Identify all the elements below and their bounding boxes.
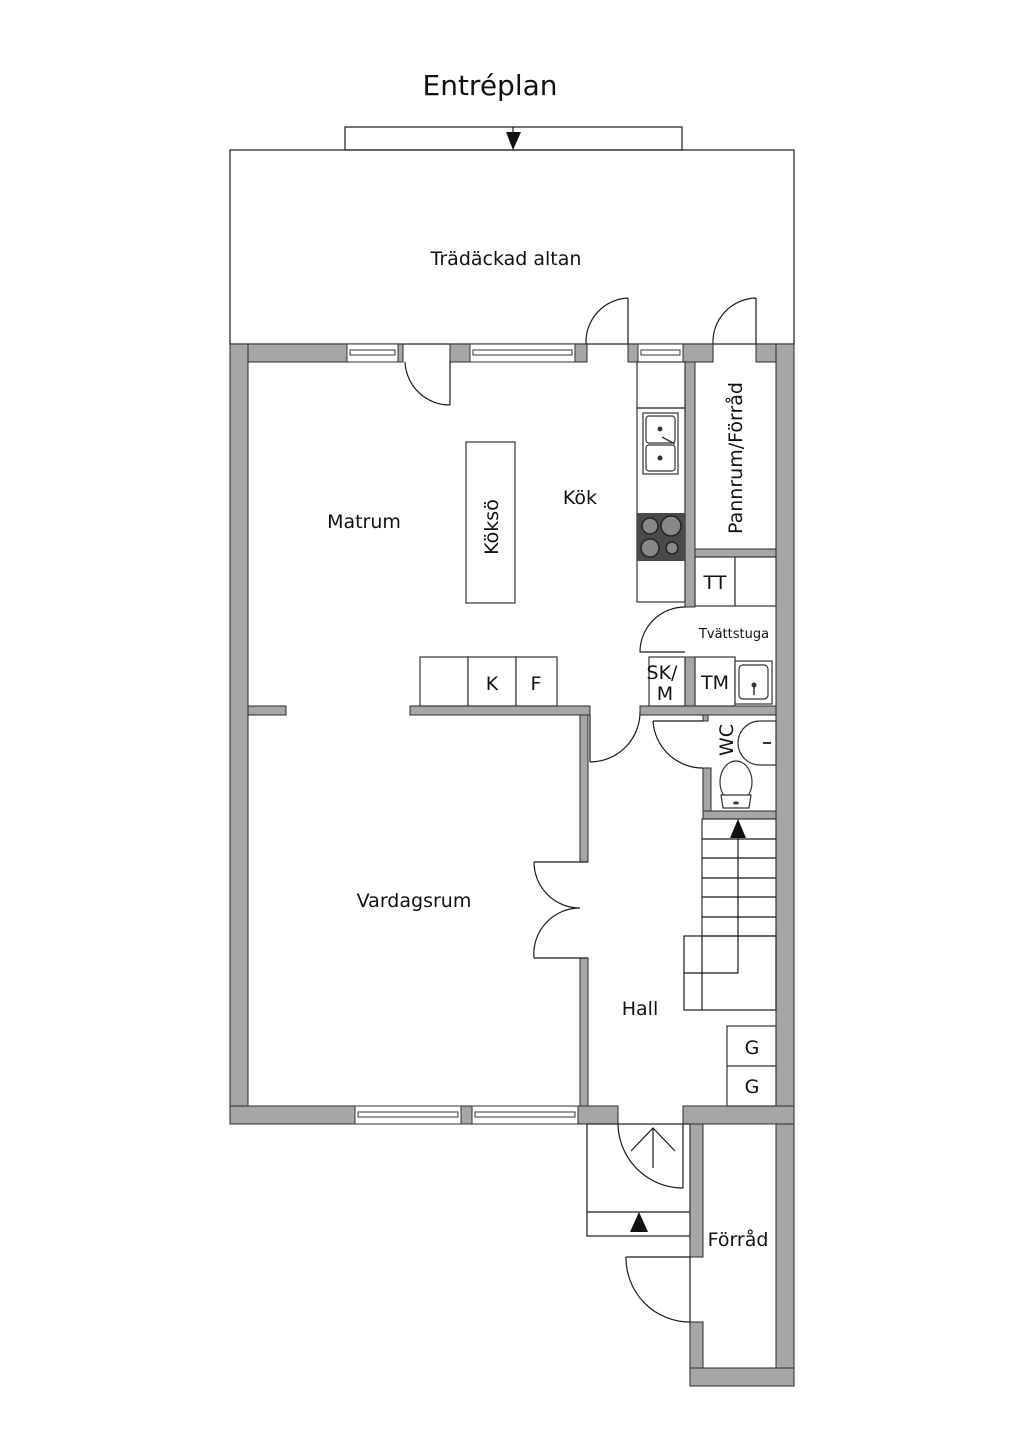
living-double-door[interactable]	[533, 861, 588, 959]
room-dining: Matrum	[327, 511, 401, 533]
room-laundry: Tvättstuga	[698, 627, 769, 642]
deck-door-boiler[interactable]	[712, 297, 757, 345]
kitchen-island-label: Köksö	[481, 499, 503, 555]
stair-up-arrow-icon	[730, 819, 746, 838]
staircase	[683, 818, 777, 1011]
laundry-sink-icon	[734, 660, 773, 705]
wardrobe-2	[726, 1065, 777, 1107]
room-kitchen: Kök	[563, 487, 597, 509]
wardrobe-1-label: G	[745, 1037, 760, 1059]
wc-door[interactable]	[652, 720, 704, 769]
cleaning-closet-label-2: M	[657, 683, 673, 705]
laundry-door[interactable]	[639, 606, 686, 653]
window-living-2	[471, 1105, 579, 1125]
tumble-dryer-label: TT	[703, 572, 727, 594]
room-hall: Hall	[622, 998, 659, 1020]
kitchen-island	[465, 441, 516, 604]
wc-sink-icon	[737, 720, 777, 766]
kitchen-counter	[636, 361, 686, 603]
laundry-counter	[734, 556, 777, 607]
toilet-icon	[719, 760, 753, 809]
fridge-label: F	[531, 673, 542, 695]
room-storage: Förråd	[708, 1228, 769, 1251]
room-living: Vardagsrum	[357, 890, 472, 912]
window-living-1	[354, 1105, 462, 1125]
room-wc: WC	[716, 724, 738, 756]
sink-icon	[642, 412, 679, 475]
cleaning-closet	[648, 656, 686, 707]
entry-arrow-icon	[506, 132, 521, 150]
washing-machine	[694, 656, 736, 707]
plan-title: Entréplan	[423, 69, 558, 102]
deck-door-kitchen[interactable]	[585, 297, 629, 345]
hall-kitchen-door[interactable]	[589, 711, 641, 763]
window-dining	[346, 343, 399, 363]
stove-icon	[637, 513, 685, 561]
deck-area	[229, 149, 795, 345]
dining-door[interactable]	[404, 361, 451, 406]
step-arrow-icon	[630, 1212, 648, 1232]
cleaning-closet-label-1: SK/	[647, 662, 679, 684]
wardrobe-2-label: G	[745, 1076, 760, 1098]
freezer-label: K	[486, 673, 499, 695]
appliance-row	[419, 656, 558, 707]
room-boiler: Pannrum/Förråd	[724, 382, 747, 534]
washing-machine-label: TM	[700, 672, 729, 694]
window-kitchen	[469, 343, 576, 363]
room-deck: Trädäckad altan	[430, 248, 582, 270]
window-kitchen-small	[637, 343, 684, 363]
storage-door[interactable]	[625, 1256, 691, 1323]
front-door[interactable]	[617, 1123, 684, 1189]
